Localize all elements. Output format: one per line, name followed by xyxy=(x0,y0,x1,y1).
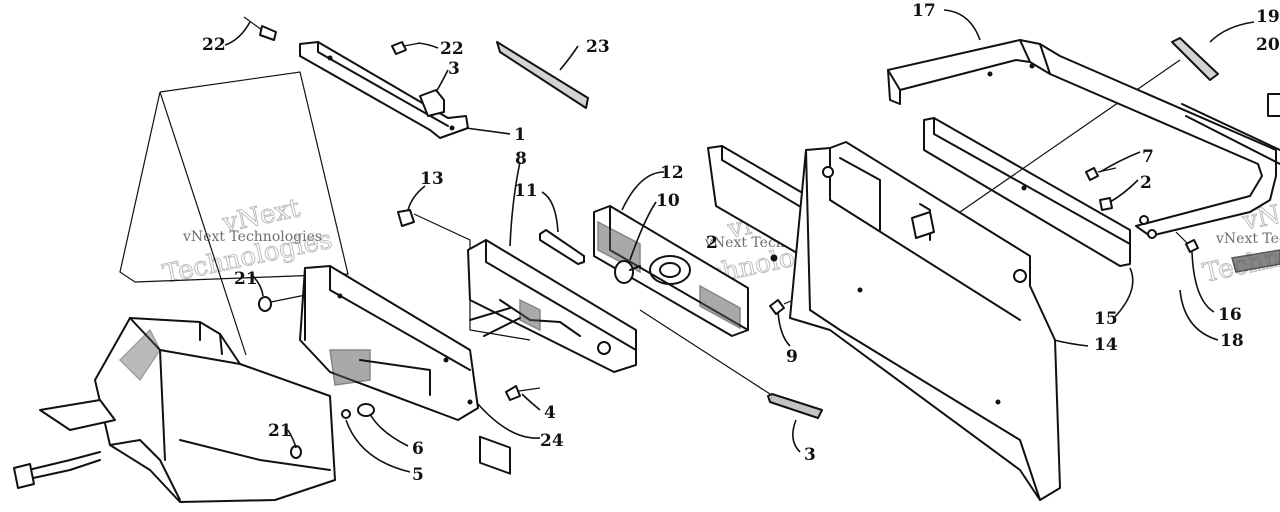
callout-2b: 2 xyxy=(1140,173,1152,193)
callout-24: 24 xyxy=(540,431,564,451)
callout-23: 23 xyxy=(586,37,610,57)
part-bulb-10 xyxy=(614,260,641,284)
watermark-vnext-technologies-3: vNext Technologies xyxy=(1215,231,1280,247)
callout-6: 6 xyxy=(412,439,424,459)
callout-17: 17 xyxy=(912,1,936,21)
part-right-edge xyxy=(1181,93,1280,273)
callout-15: 15 xyxy=(1094,309,1118,329)
callout-18: 18 xyxy=(1220,331,1244,351)
part-housing-shroud xyxy=(13,317,336,503)
callout-labels: 22 22 23 3 1 8 11 12 10 13 21 21 2 7 2 1… xyxy=(202,1,1280,485)
part-screw-22b xyxy=(391,41,421,55)
callout-19: 19 xyxy=(1256,7,1280,27)
callout-11: 11 xyxy=(514,181,538,201)
callout-21a: 21 xyxy=(234,269,258,289)
watermark-vnext-technologies-1: vNext Technologies xyxy=(182,229,322,245)
callout-22a: 22 xyxy=(202,35,226,55)
part-strip-11 xyxy=(539,229,585,265)
part-screw-22a xyxy=(243,16,277,41)
callout-10: 10 xyxy=(656,191,680,211)
callout-3a: 3 xyxy=(448,59,460,79)
callout-1: 1 xyxy=(514,125,526,145)
part-nut-2 xyxy=(1099,197,1113,211)
part-handle-frame-17 xyxy=(887,39,1277,239)
callout-9: 9 xyxy=(786,347,798,367)
part-rail-15 xyxy=(923,59,1181,267)
callout-8: 8 xyxy=(515,149,527,169)
part-pad-3 xyxy=(639,309,824,419)
part-lamp-housing-8 xyxy=(467,239,637,475)
part-screw-16 xyxy=(1175,231,1199,253)
callout-21b: 21 xyxy=(268,421,292,441)
callout-14: 14 xyxy=(1094,335,1118,355)
part-screw-7 xyxy=(1085,167,1117,181)
part-panel-14 xyxy=(789,141,1061,501)
callout-12: 12 xyxy=(660,163,684,183)
callout-4: 4 xyxy=(544,403,556,423)
callout-13: 13 xyxy=(420,169,444,189)
callout-16: 16 xyxy=(1218,305,1242,325)
part-mounting-bracket-24 xyxy=(299,265,479,421)
callout-3b: 3 xyxy=(804,445,816,465)
callout-22b: 22 xyxy=(440,39,464,59)
part-plate-23 xyxy=(495,40,589,110)
part-housing-outline-lines xyxy=(119,71,349,356)
leader-lines xyxy=(224,9,1255,473)
callout-5: 5 xyxy=(412,465,424,485)
callout-2a: 2 xyxy=(706,233,718,253)
callout-20: 20 xyxy=(1256,35,1280,55)
callout-7: 7 xyxy=(1142,147,1154,167)
part-screw-4 xyxy=(505,385,541,401)
part-lens-12 xyxy=(593,205,749,337)
part-washer-6 xyxy=(341,403,375,419)
part-bracket-1 xyxy=(299,41,469,139)
part-decal-19 xyxy=(1170,37,1220,81)
